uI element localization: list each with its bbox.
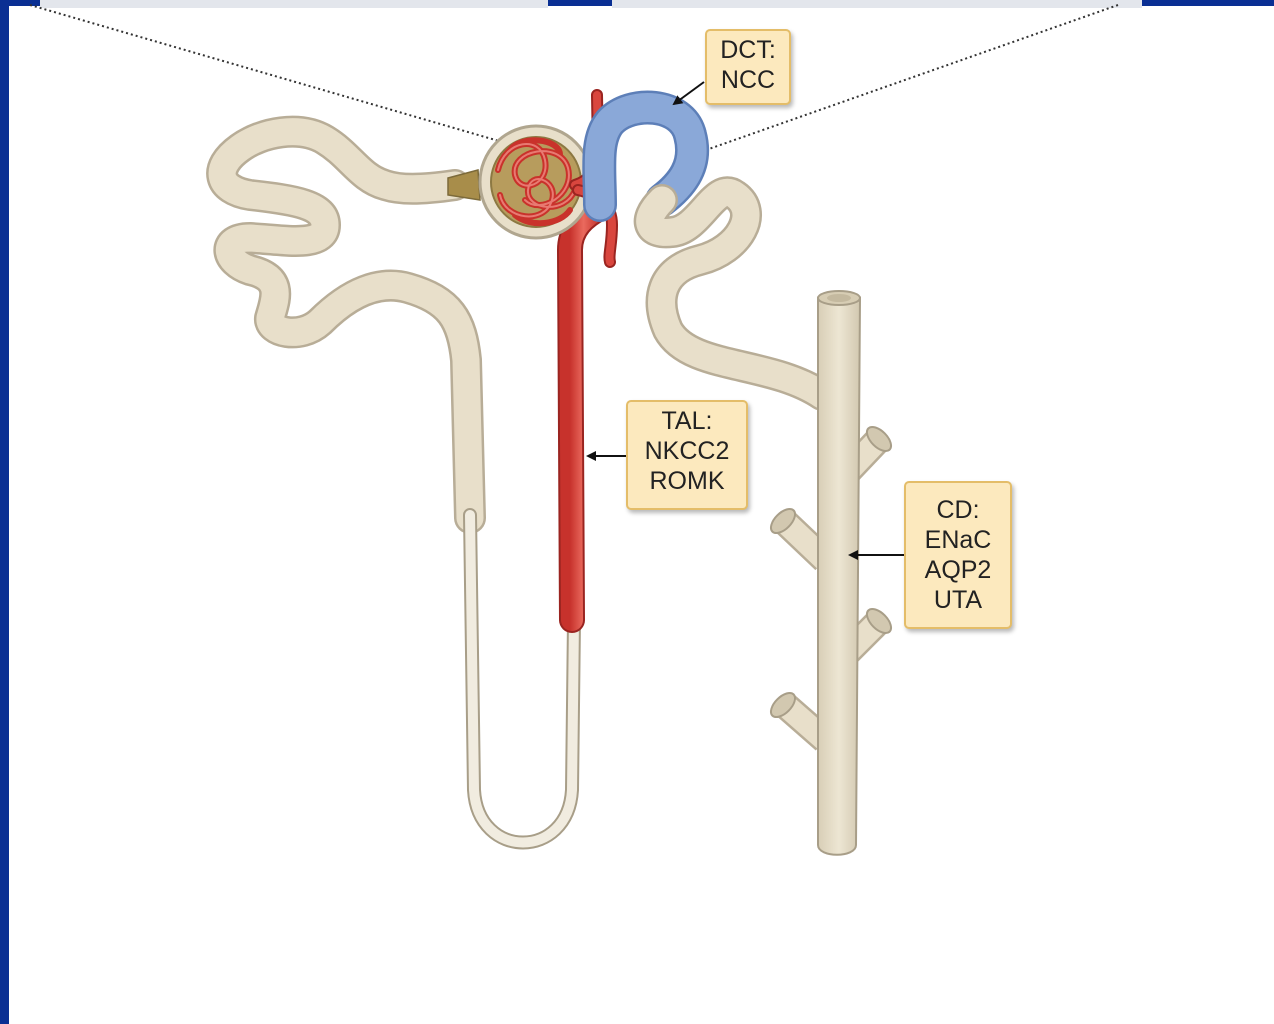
cd-label-line: AQP2 [906,555,1010,585]
loop-of-henle [470,515,574,843]
tal-label: TAL: NKCC2 ROMK [626,400,748,510]
thick-ascending-limb [570,208,600,620]
dct-label: DCT: NCC [705,29,791,105]
tal-label-line: ROMK [628,466,746,496]
dct-arrow [674,82,704,104]
cd-label: CD: ENaC AQP2 UTA [904,481,1012,629]
proximal-tubule [222,132,470,518]
cd-label-title: CD: [906,495,1010,525]
distal-convoluted-tubule [599,107,692,205]
connecting-tubule [650,192,822,395]
tal-label-title: TAL: [628,406,746,436]
tal-label-line: NKCC2 [628,436,746,466]
dct-label-line: NCC [707,65,789,95]
cd-label-line: ENaC [906,525,1010,555]
dct-label-title: DCT: [707,35,789,65]
cd-label-line: UTA [906,585,1010,615]
